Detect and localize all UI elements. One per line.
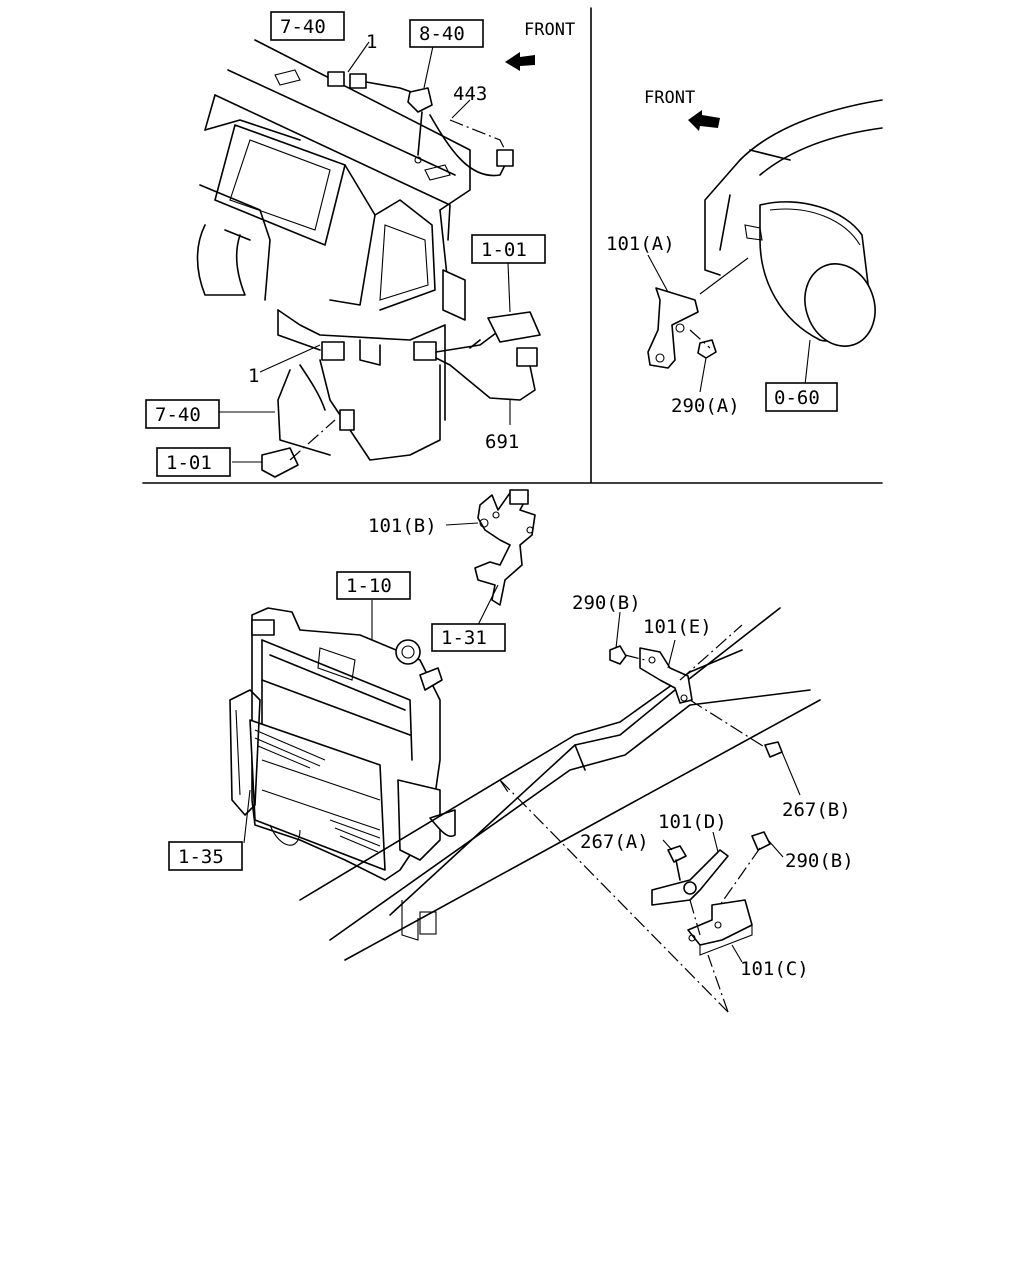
part-101-d: 101(D) bbox=[658, 811, 727, 833]
ref-1-35: 1-35 bbox=[178, 846, 224, 868]
part-443: 443 bbox=[453, 83, 487, 105]
ref-box-1-01-right bbox=[471, 234, 546, 264]
ref-7-40-top: 7-40 bbox=[280, 16, 326, 38]
part-101-a: 101(A) bbox=[606, 233, 675, 255]
ref-0-60: 0-60 bbox=[774, 387, 820, 409]
ref-1-01-right: 1-01 bbox=[481, 239, 527, 261]
front-label-top-right: FRONT bbox=[644, 88, 695, 108]
ref-box-1-01-left bbox=[156, 447, 231, 477]
ref-1-10: 1-10 bbox=[346, 575, 392, 597]
front-label-top-left: FRONT bbox=[524, 20, 575, 40]
ref-box-1-31 bbox=[431, 623, 506, 652]
front-arrow-icon bbox=[688, 110, 720, 131]
part-290-a: 290(A) bbox=[671, 395, 740, 417]
starter-panel: FRONT 101(A) 290(A) 0-60 bbox=[606, 88, 883, 417]
chassis-panel: 101(B) 1-10 1-31 290(B) 101(E) 267(B) 26… bbox=[168, 489, 854, 1013]
front-arrow-icon bbox=[505, 52, 535, 71]
part-290-b-top: 290(B) bbox=[572, 592, 641, 614]
ref-7-40-left: 7-40 bbox=[155, 404, 201, 426]
ref-box-8-40 bbox=[409, 19, 484, 48]
part-267-a: 267(A) bbox=[580, 831, 649, 853]
part-101-e: 101(E) bbox=[643, 616, 712, 638]
ref-box-0-60 bbox=[765, 382, 838, 412]
ref-box-7-40-top bbox=[270, 11, 345, 41]
ref-box-1-35 bbox=[168, 841, 243, 871]
ref-8-40: 8-40 bbox=[419, 23, 465, 45]
dashboard-panel: 7-40 1 8-40 FRONT 443 1-01 1 7-40 691 1-… bbox=[145, 11, 575, 478]
part-267-b: 267(B) bbox=[782, 799, 851, 821]
part-101-c: 101(C) bbox=[740, 958, 809, 980]
part-691: 691 bbox=[485, 431, 519, 453]
ref-1-01-left: 1-01 bbox=[166, 452, 212, 474]
ref-box-1-10 bbox=[336, 571, 411, 600]
ref-box-7-40-left bbox=[145, 399, 220, 429]
part-1-lower: 1 bbox=[248, 365, 259, 387]
part-290-b-right: 290(B) bbox=[785, 850, 854, 872]
ref-1-31: 1-31 bbox=[441, 627, 487, 649]
part-101-b: 101(B) bbox=[368, 515, 437, 537]
part-1-top: 1 bbox=[366, 31, 377, 53]
